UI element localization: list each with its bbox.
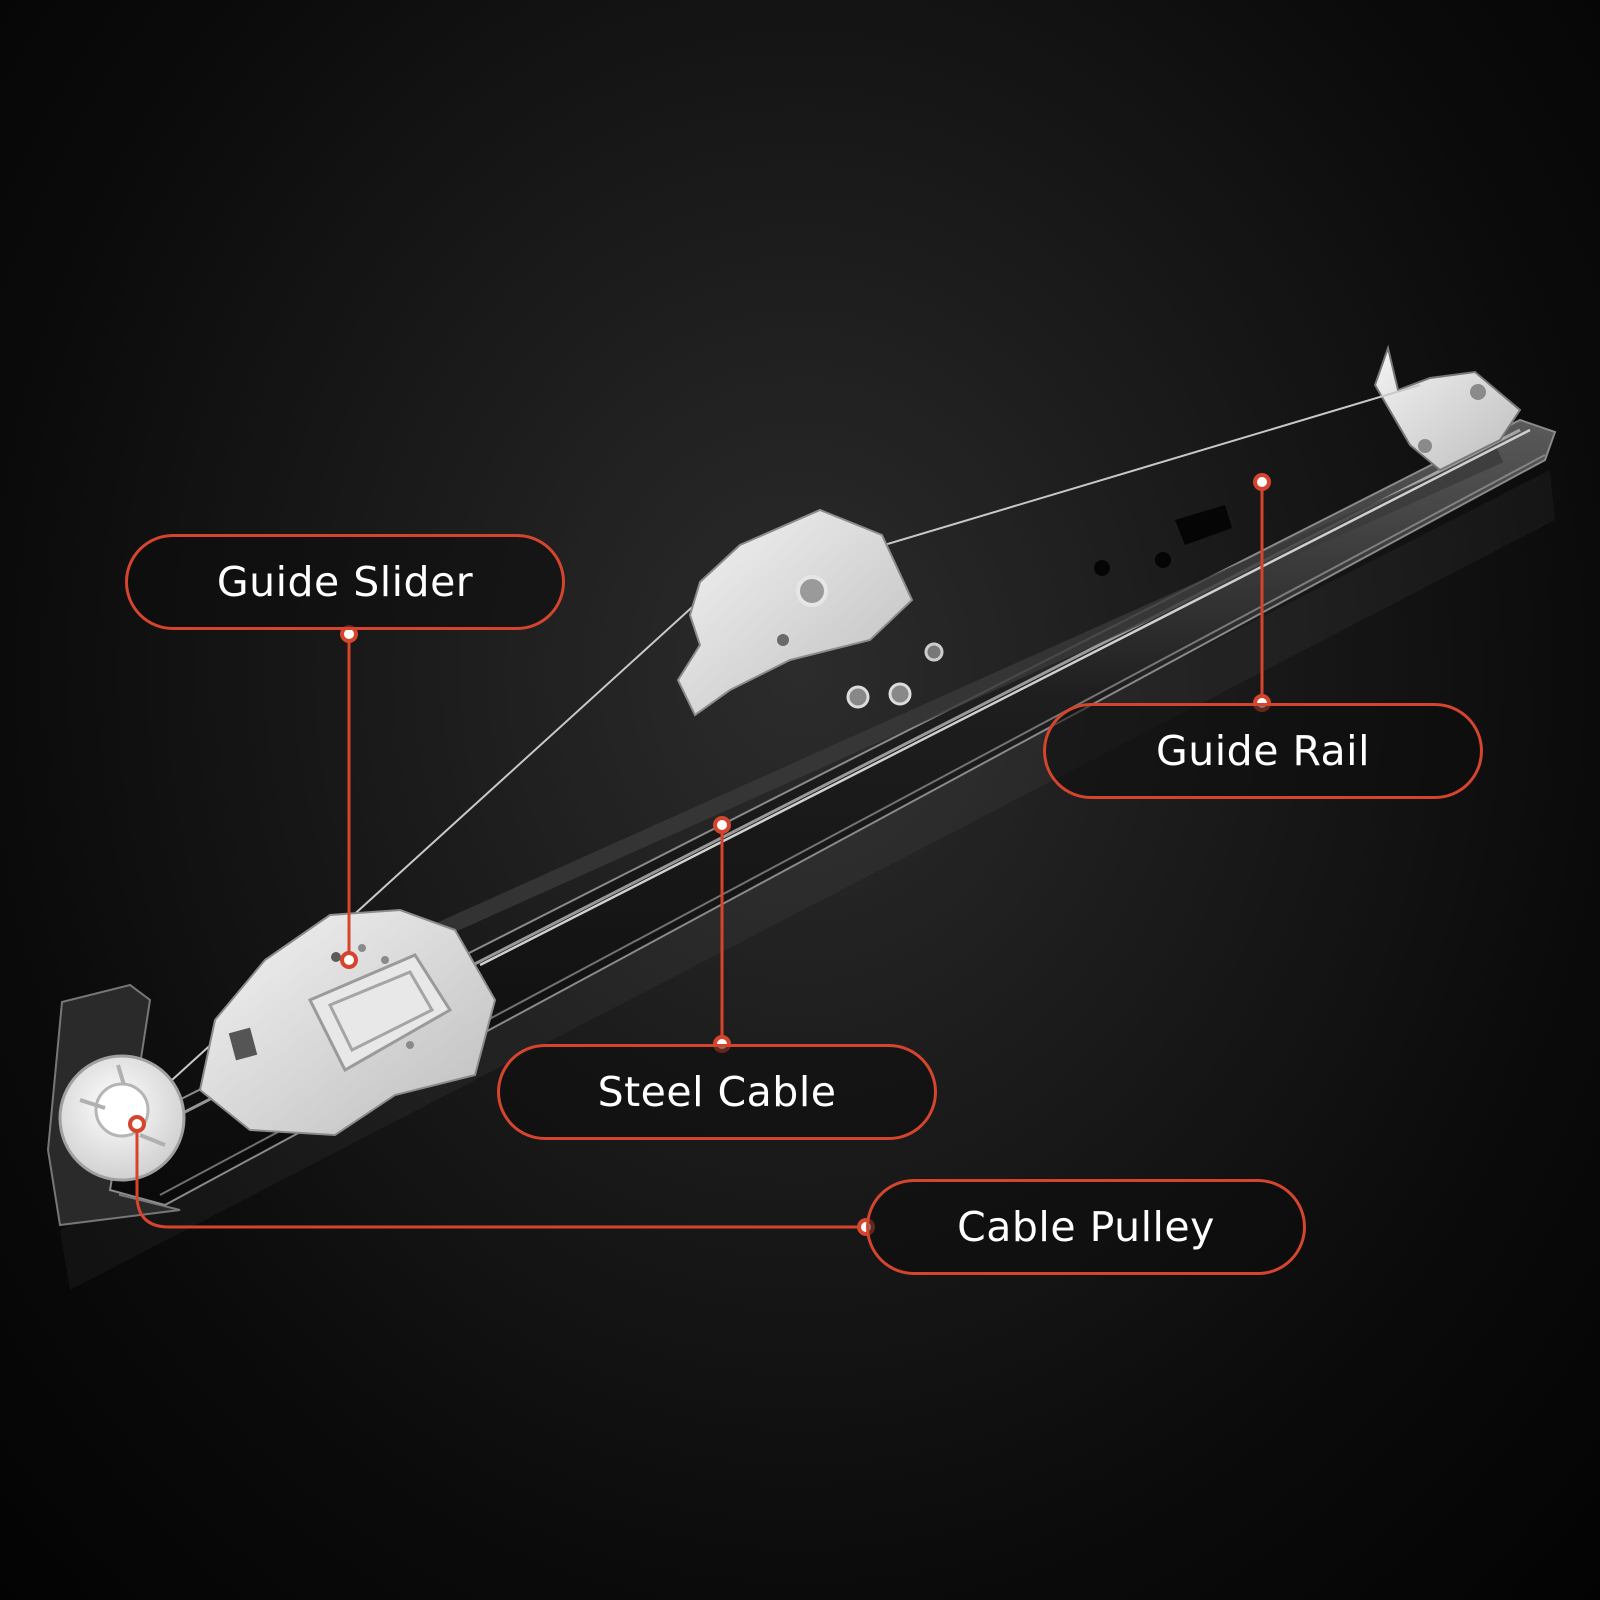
callout-cable-pulley: Cable Pulley — [866, 1179, 1306, 1275]
rail-hole — [924, 642, 944, 662]
rail-slot — [1175, 505, 1232, 545]
lower-slider-hole — [358, 944, 366, 952]
callout-label: Guide Rail — [1156, 727, 1370, 775]
upper-slider-bolt — [796, 575, 828, 607]
top-bracket-hole — [1418, 439, 1432, 453]
rail-hole — [888, 682, 912, 706]
rail-hole — [846, 685, 870, 709]
lower-slider-hole — [331, 952, 341, 962]
rail-hole — [1094, 560, 1110, 576]
lower-slider-guide-block — [307, 953, 453, 1073]
callout-label: Guide Slider — [216, 558, 474, 606]
rail-hole — [1155, 552, 1171, 568]
callout-guide-slider: Guide Slider — [125, 534, 565, 630]
callout-leader-guide-slider — [340, 625, 358, 969]
steel-cable-lower — [479, 428, 1531, 967]
top-bracket-hole — [1470, 384, 1486, 400]
upper-slider-plate — [676, 508, 914, 717]
cable-pulley-spoke — [79, 1064, 166, 1147]
top-bracket — [1373, 344, 1522, 472]
lower-slider-guide-slot — [327, 970, 435, 1053]
lower-slider-window — [228, 1027, 258, 1061]
callout-steel-cable: Steel Cable — [497, 1044, 937, 1140]
callout-guide-rail: Guide Rail — [1043, 703, 1483, 799]
upper-slider-hole — [777, 634, 789, 646]
lower-slider-hole — [381, 956, 389, 964]
lower-slider-hole — [406, 1041, 414, 1049]
callout-label: Steel Cable — [597, 1068, 837, 1116]
callout-label: Cable Pulley — [957, 1203, 1215, 1251]
